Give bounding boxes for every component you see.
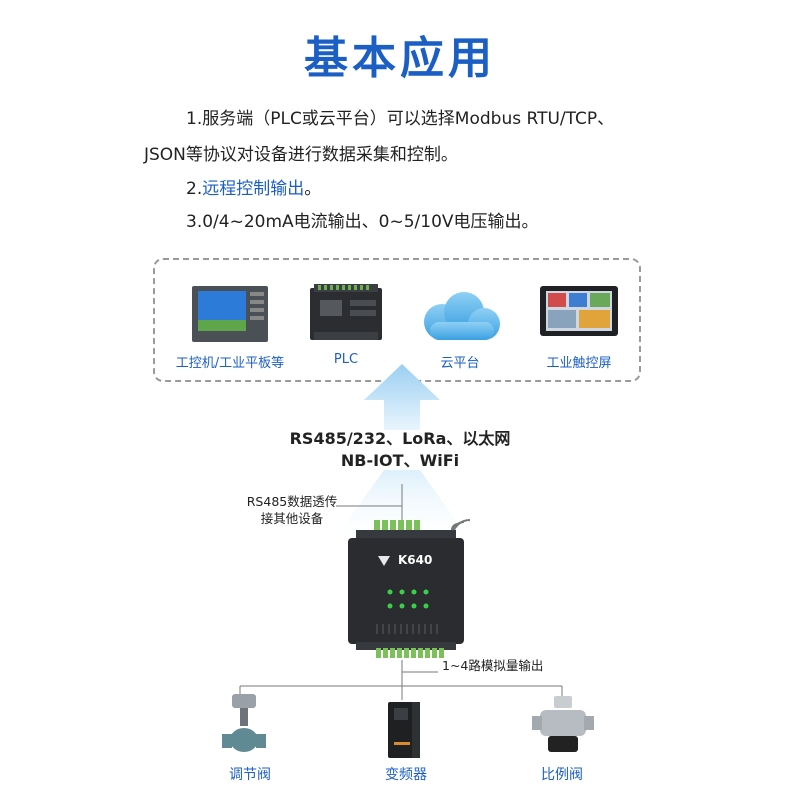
line-3-highlight: 远程控制输出 [202,179,305,199]
line-2: JSON等协议对设备进行数据采集和控制。 [144,145,458,165]
line-4: 3.0/4~20mA电流输出、0~5/10V电压输出。 [186,212,539,232]
line-3-end: 。 [304,179,322,199]
plc-icon [310,284,382,340]
touch-screen-icon [540,286,618,336]
inverter-icon [388,702,420,758]
device-label: 工控机/工业平板等 [175,356,285,371]
control-valve-icon [222,694,266,752]
comm-protocols-line-2: NB-IOT、WiFi [340,451,460,470]
device-industrial-pc: 工控机/工业平板等 [176,284,284,371]
line-3-num: 2. [186,179,203,199]
bottom-label-control-valve: 调节阀 [229,767,271,783]
rs485-label-line-2: 接其他设备 [260,511,324,526]
proportional-valve-icon [532,696,594,752]
device-label: 云平台 [440,356,480,371]
device-touch-screen: 工业触控屏 [538,284,620,371]
line-3: 2.远程控制输出。 [186,174,321,199]
comm-protocols-line-1: RS485/232、LoRa、以太网 [289,429,511,448]
device-model: K640 [398,553,433,567]
device-cloud: 云平台 [414,288,506,371]
device-label: PLC [333,352,359,367]
device-label: 工业触控屏 [546,356,612,371]
page-title: 基本应用 [304,33,496,84]
industrial-pc-icon [192,286,268,342]
line-1: 1.服务端（PLC或云平台）可以选择Modbus RTU/TCP、 [186,109,615,129]
bottom-label-inverter: 变频器 [385,767,427,783]
bottom-label-proportional-valve: 比例阀 [541,767,583,783]
cloud-icon [424,292,500,340]
analog-output-label: 1~4路模拟量输出 [442,658,544,673]
k640-device [348,519,471,658]
device-plc: PLC [308,282,384,367]
rs485-label-line-1: RS485数据透传 [246,494,338,509]
